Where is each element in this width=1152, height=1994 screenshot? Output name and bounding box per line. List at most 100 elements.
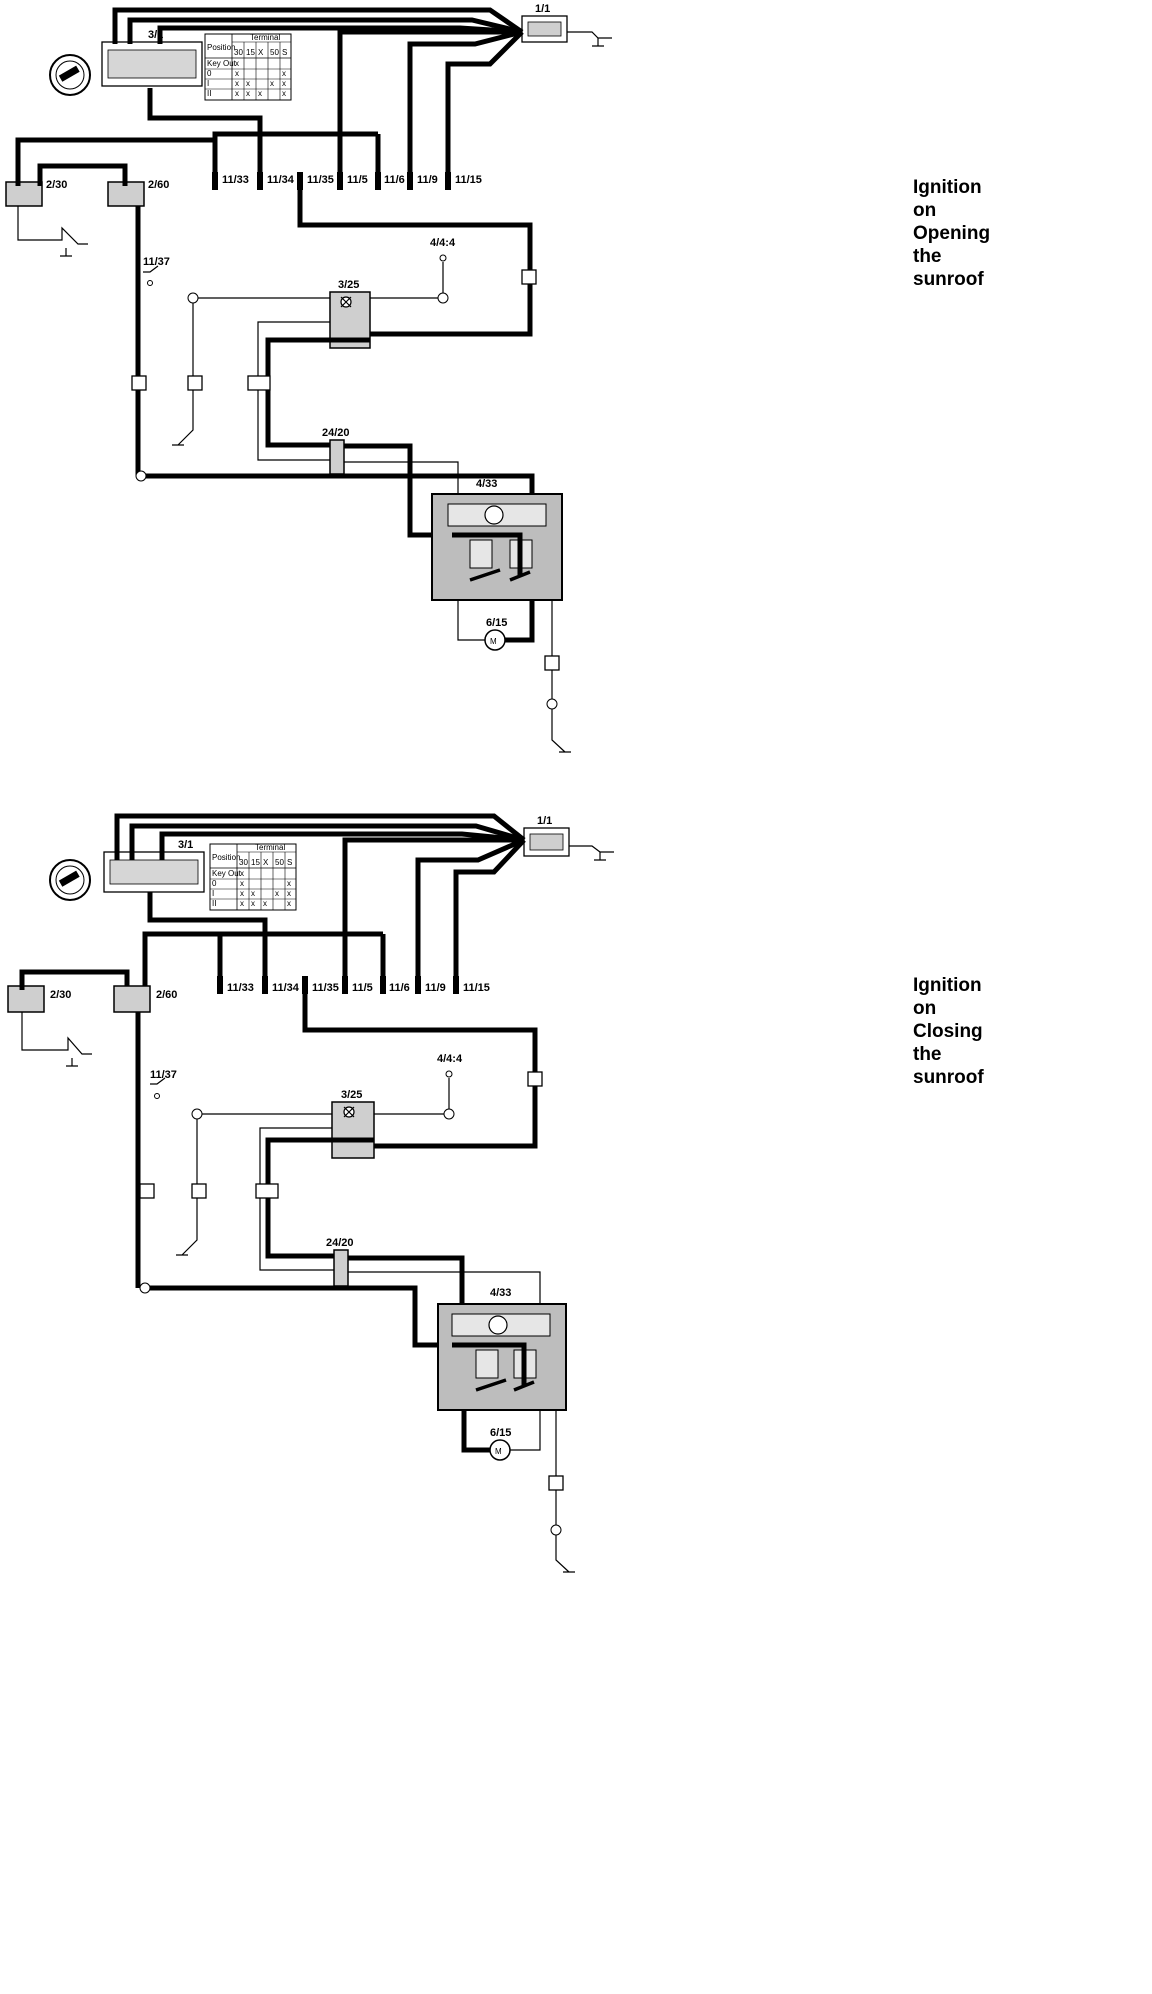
ignition-key-icon	[49, 54, 91, 96]
switch-a-label: 2/30	[46, 179, 67, 191]
table-row-1: Key Out	[212, 869, 242, 878]
motor-symbol: M	[490, 637, 497, 646]
fuse-row: 11/33 11/34 11/35 11/5 11/6 11/9 11/15	[212, 172, 482, 190]
svg-text:x: x	[282, 69, 286, 78]
svg-text:x: x	[240, 889, 244, 898]
connector-label: 24/20	[322, 427, 350, 439]
fuse-row: 11/33 11/34 11/35 11/5 11/6 11/9 11/15	[217, 976, 490, 994]
table-row-4: II	[207, 89, 211, 98]
table-col-1: 30	[239, 858, 248, 867]
table-row-4: II	[212, 899, 216, 908]
ground-point-label: 4/4:4	[437, 1053, 463, 1065]
switch-b-label: 2/60	[148, 179, 169, 191]
table-row-2: 0	[212, 879, 217, 888]
table-col-3: X	[263, 858, 269, 867]
fuse-label-4: 11/5	[347, 174, 368, 186]
svg-text:x: x	[235, 89, 239, 98]
table-header-position: Position	[207, 43, 235, 52]
svg-text:x: x	[240, 879, 244, 888]
svg-text:x: x	[282, 79, 286, 88]
caption-line-1: Ignition on	[913, 177, 982, 221]
table-header-terminal: Terminal	[255, 843, 285, 852]
switch-b-box	[113, 985, 151, 1013]
fuse-label-2: 11/34	[267, 174, 295, 186]
caption-line-1: Ignition on	[913, 975, 982, 1019]
control-module-label: 4/33	[476, 478, 497, 490]
wiring-diagram-closing: 3/1 Position Terminal 30 15 X 50 S Key O…	[0, 810, 984, 1800]
svg-text:x: x	[251, 899, 255, 908]
fuse-label-3: 11/35	[312, 982, 339, 994]
svg-text:x: x	[240, 899, 244, 908]
motor-icon	[484, 629, 506, 651]
sunroof-switch-label: 3/25	[341, 1089, 362, 1101]
fuse-label-2: 11/34	[272, 982, 300, 994]
caption-line-2: Closing the sunroof	[913, 1021, 984, 1088]
svg-text:x: x	[258, 89, 262, 98]
table-col-2: 15	[251, 858, 260, 867]
switch-a-box	[7, 985, 45, 1013]
main-fuse-label: 1/1	[535, 3, 550, 15]
switch-b-label: 2/60	[156, 989, 177, 1001]
ground-point-label: 4/4:4	[430, 237, 456, 249]
fuse-label-1: 11/33	[227, 982, 254, 994]
connector-label: 24/20	[326, 1237, 354, 1249]
svg-text:x: x	[287, 879, 291, 888]
svg-text:x: x	[251, 889, 255, 898]
relay-ground-label: 11/37	[150, 1069, 177, 1081]
fuse-label-1: 11/33	[222, 174, 249, 186]
caption-line-2: Opening the sunroof	[913, 223, 991, 290]
fuse-label-5: 11/6	[384, 174, 405, 186]
fuse-label-3: 11/35	[307, 174, 334, 186]
switch-a-label: 2/30	[50, 989, 71, 1001]
table-col-3: X	[258, 48, 264, 57]
svg-text:x: x	[287, 889, 291, 898]
wiring-diagram-svg: 3/1 Position Terminal 30 15 X 50 S Key O…	[5, 3, 612, 753]
wiring-diagram-svg: 3/1 Position Terminal 30 15 X 50 S Key O…	[7, 813, 614, 1573]
fuse-label-7: 11/15	[455, 174, 482, 186]
ignition-key-icon	[49, 859, 91, 901]
svg-text:x: x	[275, 889, 279, 898]
svg-text:x: x	[240, 869, 244, 878]
motor-label: 6/15	[490, 1427, 511, 1439]
ignition-position-table: Position Terminal 30 15 X 50 S Key Out 0…	[209, 843, 297, 911]
table-col-1: 30	[234, 48, 243, 57]
table-col-4: 50	[270, 48, 279, 57]
table-row-1: Key Out	[207, 59, 237, 68]
fuse-label-4: 11/5	[352, 982, 373, 994]
relay-ground-label: 11/37	[143, 256, 170, 268]
svg-text:x: x	[235, 59, 239, 68]
svg-text:x: x	[246, 79, 250, 88]
fuse-label-6: 11/9	[417, 174, 438, 186]
table-col-5: S	[287, 858, 292, 867]
connector-box	[329, 439, 345, 475]
svg-text:x: x	[287, 899, 291, 908]
svg-text:x: x	[235, 79, 239, 88]
main-fuse-label: 1/1	[537, 815, 552, 827]
svg-text:x: x	[282, 89, 286, 98]
svg-text:x: x	[263, 899, 267, 908]
caption-closing: Ignition on Closing the sunroof	[913, 974, 984, 1089]
fuse-label-7: 11/15	[463, 982, 490, 994]
connector-box	[333, 1249, 349, 1287]
svg-text:x: x	[270, 79, 274, 88]
table-row-2: 0	[207, 69, 212, 78]
table-col-2: 15	[246, 48, 255, 57]
switch-a-box	[5, 181, 43, 207]
svg-text:x: x	[246, 89, 250, 98]
table-col-4: 50	[275, 858, 284, 867]
ignition-switch-label: 3/1	[178, 839, 193, 851]
fuse-label-5: 11/6	[389, 982, 410, 994]
table-header-terminal: Terminal	[250, 33, 280, 42]
table-header-position: Position	[212, 853, 240, 862]
ignition-position-table: Position Terminal 30 15 X 50 S Key Out 0…	[204, 33, 292, 101]
table-row-3: I	[212, 889, 214, 898]
motor-icon	[489, 1439, 511, 1461]
table-col-5: S	[282, 48, 287, 57]
motor-label: 6/15	[486, 617, 507, 629]
table-row-3: I	[207, 79, 209, 88]
caption-opening: Ignition on Opening the sunroof	[913, 176, 990, 291]
svg-text:x: x	[235, 69, 239, 78]
sunroof-switch-label: 3/25	[338, 279, 359, 291]
wiring-diagram-opening: 3/1 Position Terminal 30 15 X 50 S Key O…	[0, 0, 990, 990]
control-module-label: 4/33	[490, 1287, 511, 1299]
